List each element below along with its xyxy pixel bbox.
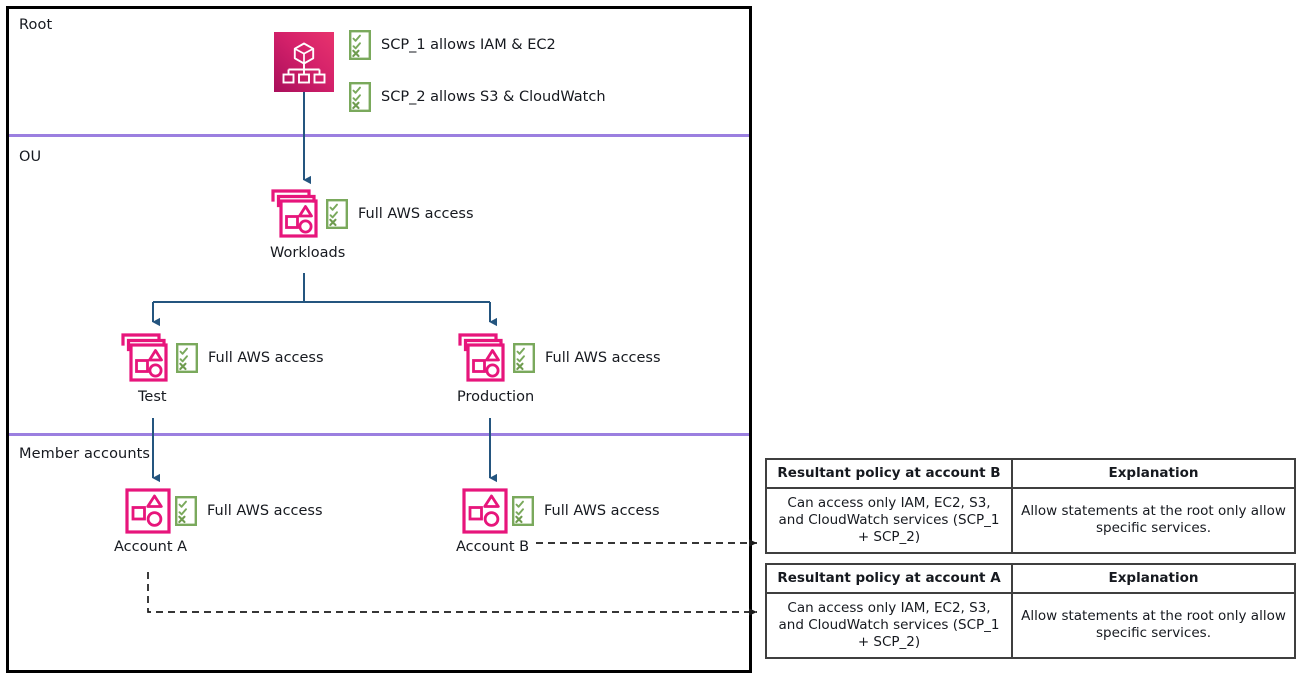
production-policy-label: Full AWS access — [545, 350, 661, 366]
account-b-policy-label: Full AWS access — [544, 503, 660, 519]
zone-divider-root-ou — [9, 134, 749, 137]
test-node-row: Full AWS access — [120, 332, 324, 384]
workloads-caption: Workloads — [270, 245, 346, 261]
account-b-table-header-policy: Resultant policy at account B — [765, 458, 1013, 489]
zone-label-ou: OU — [19, 149, 42, 165]
node-production[interactable]: Full AWS access Production — [457, 332, 661, 405]
policy-checklist-icon — [349, 82, 371, 112]
node-workloads[interactable]: Full AWS access Workloads — [270, 188, 474, 261]
zone-label-member-accounts: Member accounts — [19, 446, 151, 462]
policy-checklist-icon — [513, 343, 535, 373]
node-root[interactable] — [274, 32, 334, 92]
account-b-result-table: Resultant policy at account B Explanatio… — [765, 458, 1296, 554]
account-b-table-cell-policy: Can access only IAM, EC2, S3, and CloudW… — [765, 486, 1013, 554]
account-b-table-cell-explanation: Allow statements at the root only allow … — [1011, 486, 1296, 554]
policy-checklist-icon — [176, 343, 198, 373]
table-header-row: Resultant policy at account B Explanatio… — [765, 458, 1296, 489]
table-row: Can access only IAM, EC2, S3, and CloudW… — [765, 591, 1296, 659]
account-a-table-header-policy: Resultant policy at account A — [765, 563, 1013, 594]
aws-organizations-icon — [274, 32, 334, 92]
account-a-result-table: Resultant policy at account A Explanatio… — [765, 563, 1296, 659]
root-policy-scp1-label: SCP_1 allows IAM & EC2 — [381, 37, 556, 53]
test-policy-label: Full AWS access — [208, 350, 324, 366]
account-a-table-cell-policy: Can access only IAM, EC2, S3, and CloudW… — [765, 591, 1013, 659]
table-row: Can access only IAM, EC2, S3, and CloudW… — [765, 486, 1296, 554]
account-a-policy-label: Full AWS access — [207, 503, 323, 519]
workloads-policy-label: Full AWS access — [358, 206, 474, 222]
node-account-b[interactable]: Full AWS access Account B — [456, 488, 660, 555]
account-a-table-cell-explanation: Allow statements at the root only allow … — [1011, 591, 1296, 659]
production-node-row: Full AWS access — [457, 332, 661, 384]
policy-checklist-icon — [326, 199, 348, 229]
policy-checklist-icon — [349, 30, 371, 60]
account-a-caption: Account A — [114, 539, 188, 555]
node-test[interactable]: Full AWS access Test — [120, 332, 324, 405]
account-a-node-row: Full AWS access — [125, 488, 323, 534]
root-policy-scp2: SCP_2 allows S3 & CloudWatch — [345, 82, 606, 112]
organizational-unit-icon — [271, 189, 318, 238]
organizational-unit-icon — [121, 333, 168, 382]
policy-checklist-icon — [512, 496, 534, 526]
policy-checklist-icon — [175, 496, 197, 526]
account-b-table-header-explanation: Explanation — [1011, 458, 1296, 489]
test-caption: Test — [138, 389, 167, 405]
production-caption: Production — [457, 389, 535, 405]
organizational-unit-icon — [458, 333, 505, 382]
aws-account-icon — [125, 488, 171, 534]
root-policy-scp2-label: SCP_2 allows S3 & CloudWatch — [381, 89, 606, 105]
root-node-row — [274, 32, 334, 92]
aws-account-icon — [462, 488, 508, 534]
root-policy-scp1: SCP_1 allows IAM & EC2 — [345, 30, 556, 60]
account-b-node-row: Full AWS access — [462, 488, 660, 534]
account-a-table-header-explanation: Explanation — [1011, 563, 1296, 594]
zone-divider-ou-member — [9, 433, 749, 436]
workloads-node-row: Full AWS access — [270, 188, 474, 240]
table-header-row: Resultant policy at account A Explanatio… — [765, 563, 1296, 594]
node-account-a[interactable]: Full AWS access Account A — [114, 488, 323, 555]
zone-label-root: Root — [19, 17, 53, 33]
account-b-caption: Account B — [456, 539, 530, 555]
